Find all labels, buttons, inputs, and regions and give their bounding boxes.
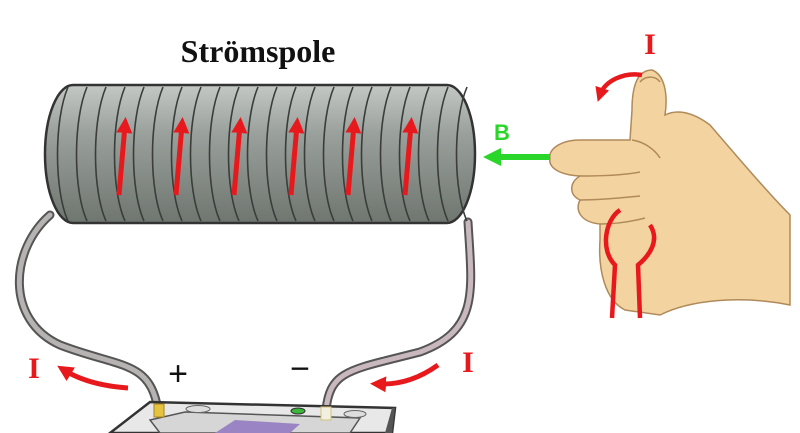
coil-turn <box>56 86 69 222</box>
coil-turn <box>94 86 107 222</box>
coil-turn <box>265 86 278 222</box>
coil-turn <box>398 86 411 222</box>
coil-turn <box>455 86 468 222</box>
coil-turn <box>132 86 145 222</box>
battery <box>107 400 397 433</box>
coil-turn <box>113 86 126 222</box>
coil-turn <box>341 86 354 222</box>
minus-terminal-label: − <box>290 350 310 388</box>
coil-turn <box>417 86 430 222</box>
coil-turn <box>246 86 259 222</box>
diagram-title: Strömspole <box>181 33 336 69</box>
coil-turn <box>151 86 164 222</box>
coil-turn <box>227 86 240 222</box>
plus-terminal-label: + <box>168 355 188 393</box>
current-label-right: I <box>462 346 474 379</box>
field-label: B <box>494 120 510 145</box>
coil-turn <box>75 86 88 222</box>
coil-turn <box>322 86 335 222</box>
coil-current-arrow <box>402 117 419 196</box>
coil-turn <box>436 86 449 222</box>
current-label-top: I <box>644 28 656 61</box>
coil-current-arrow <box>345 117 362 196</box>
coil-current-arrows <box>116 117 419 196</box>
coil-turn <box>189 86 202 222</box>
current-label-left: I <box>28 352 40 385</box>
hand-current-loop <box>595 72 657 319</box>
coil-turn <box>379 86 392 222</box>
coil-current-arrow <box>173 117 190 196</box>
coil-turn <box>303 86 316 222</box>
wires <box>14 210 476 415</box>
coil-current-arrow <box>116 117 133 196</box>
current-arrow-right <box>370 362 440 393</box>
right-hand <box>549 69 791 316</box>
coil <box>43 83 477 225</box>
coil-turn <box>170 86 183 222</box>
coil-current-arrow <box>288 117 305 196</box>
current-arrow-left <box>57 365 129 391</box>
coil-turn <box>360 86 373 222</box>
coil-current-arrow <box>231 117 248 196</box>
coil-turn <box>284 86 297 222</box>
coil-turn <box>208 86 221 222</box>
